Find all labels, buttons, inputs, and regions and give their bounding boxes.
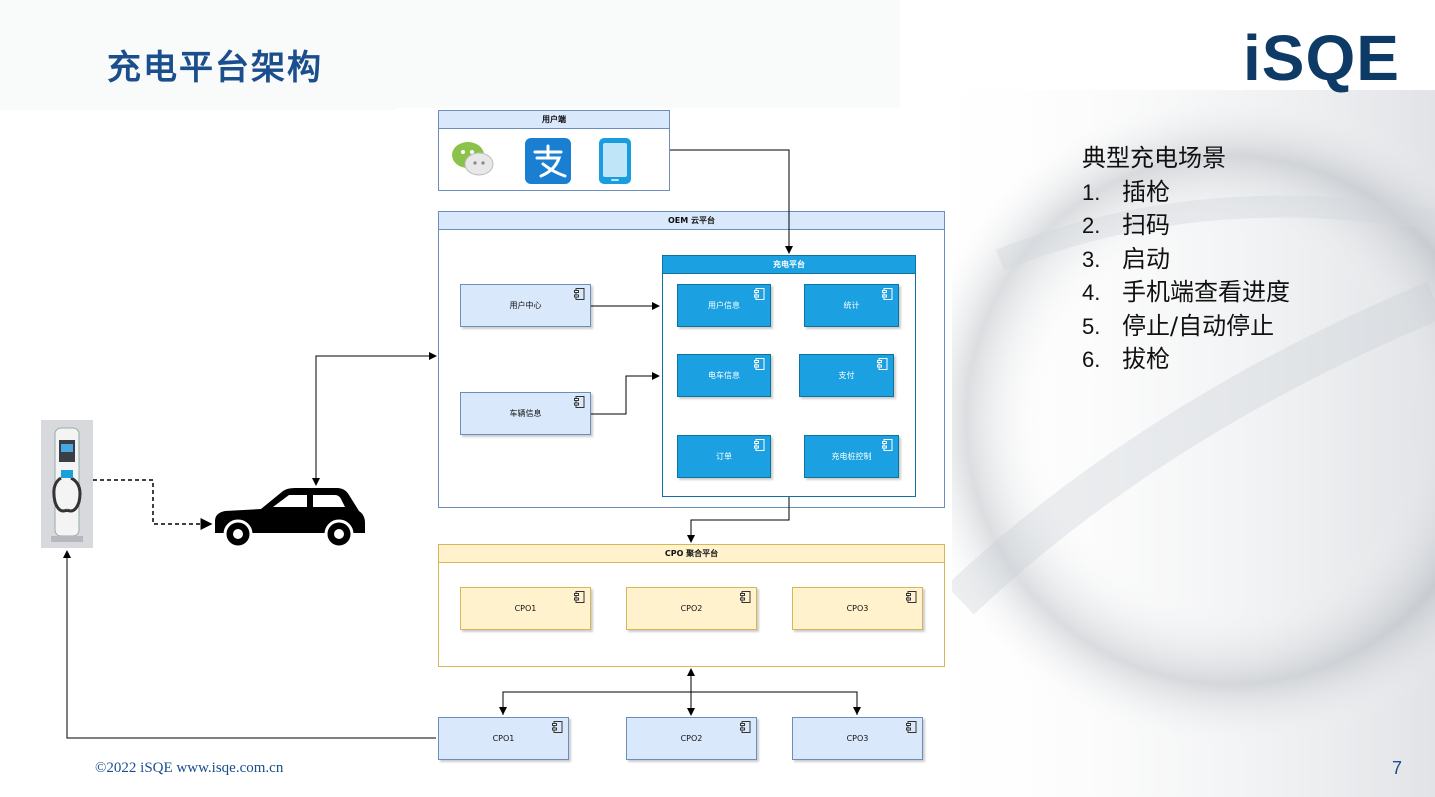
step-number: 2. (1082, 213, 1101, 238)
wechat-icon (452, 142, 494, 176)
component-icon (754, 439, 765, 451)
order-component: 订单 (677, 435, 771, 478)
component-label: CPO3 (846, 604, 869, 613)
page-number: 7 (1392, 758, 1403, 778)
charger-control-component: 充电桩控制 (804, 435, 899, 478)
component-label: 统计 (843, 301, 860, 310)
step-text: 拔枪 (1122, 345, 1170, 373)
scenario-list: 典型充电场景 1. 插枪 2. 扫码 3. 启动 4. 手机端查看进度 5. 停止/自动停… (1082, 142, 1290, 377)
component-icon (906, 591, 917, 603)
component-label: CPO1 (514, 604, 537, 613)
isqe-logo: iSQE (1243, 26, 1400, 90)
cpo2-aggregate-component: CPO2 (626, 587, 757, 630)
cpo1-aggregate-component: CPO1 (460, 587, 591, 630)
cpo1-node: CPO1 (438, 717, 569, 760)
scenario-step: 6. 拔枪 (1082, 343, 1290, 377)
component-icon (574, 591, 585, 603)
component-label: 电车信息 (708, 371, 740, 380)
footer-copyright: ©2022 iSQE www.isqe.com.cn (95, 760, 284, 776)
charging-station-icon (41, 420, 93, 548)
step-text: 扫码 (1122, 211, 1170, 239)
payment-component: 支付 (799, 354, 894, 397)
alipay-icon (525, 138, 571, 184)
component-icon (754, 288, 765, 300)
vehicle-info-component: 车辆信息 (460, 392, 591, 435)
cpo3-node: CPO3 (792, 717, 923, 760)
car-icon (215, 488, 365, 549)
component-icon (740, 591, 751, 603)
step-number: 1. (1082, 179, 1101, 205)
scenario-step: 2. 扫码 (1082, 209, 1290, 243)
step-number: 5. (1082, 313, 1101, 339)
user-info-component: 用户信息 (677, 284, 771, 327)
scenario-step: 4. 手机端查看进度 (1082, 276, 1290, 310)
statistics-component: 统计 (804, 284, 899, 327)
scenario-step: 5. 停止/自动停止 (1082, 310, 1290, 344)
charging-platform-title: 充电平台 (663, 256, 915, 274)
component-icon (740, 721, 751, 733)
step-number: 4. (1082, 280, 1101, 305)
user-end-container: 用户端 (438, 110, 670, 191)
scenario-step: 1. 插枪 (1082, 176, 1290, 210)
component-label: 用户中心 (509, 301, 542, 310)
component-icon (906, 721, 917, 733)
component-icon (754, 358, 765, 370)
component-label: 订单 (716, 452, 732, 461)
component-label: CPO2 (680, 734, 703, 743)
component-label: 用户信息 (708, 301, 740, 310)
user-end-title: 用户端 (439, 111, 669, 129)
component-icon (552, 721, 563, 733)
scenario-heading: 典型充电场景 (1082, 144, 1226, 172)
oem-cloud-title: OEM 云平台 (439, 212, 944, 230)
component-label: 车辆信息 (509, 409, 542, 418)
component-icon (574, 396, 585, 408)
step-text: 手机端查看进度 (1122, 278, 1290, 306)
step-number: 6. (1082, 347, 1101, 372)
step-text: 停止/自动停止 (1122, 311, 1275, 340)
component-icon (574, 288, 585, 300)
user-center-component: 用户中心 (460, 284, 591, 327)
ev-info-component: 电车信息 (677, 354, 771, 397)
step-text: 启动 (1122, 244, 1170, 273)
component-label: CPO1 (492, 734, 515, 743)
component-label: CPO3 (846, 734, 869, 743)
component-icon (877, 358, 888, 370)
cpo2-node: CPO2 (626, 717, 757, 760)
component-label: 充电桩控制 (831, 452, 872, 461)
scenario-step: 3. 启动 (1082, 243, 1290, 277)
cpo3-aggregate-component: CPO3 (792, 587, 923, 630)
step-number: 3. (1082, 246, 1101, 272)
component-label: 支付 (838, 371, 855, 380)
logo-text: iSQE (1243, 22, 1400, 94)
component-icon (882, 288, 893, 300)
component-label: CPO2 (680, 604, 703, 613)
step-text: 插枪 (1122, 177, 1170, 206)
cpo-aggregation-title: CPO 聚合平台 (439, 545, 944, 563)
component-icon (882, 439, 893, 451)
mobile-phone-icon (599, 138, 631, 184)
slide-title: 充电平台架构 (107, 48, 323, 88)
